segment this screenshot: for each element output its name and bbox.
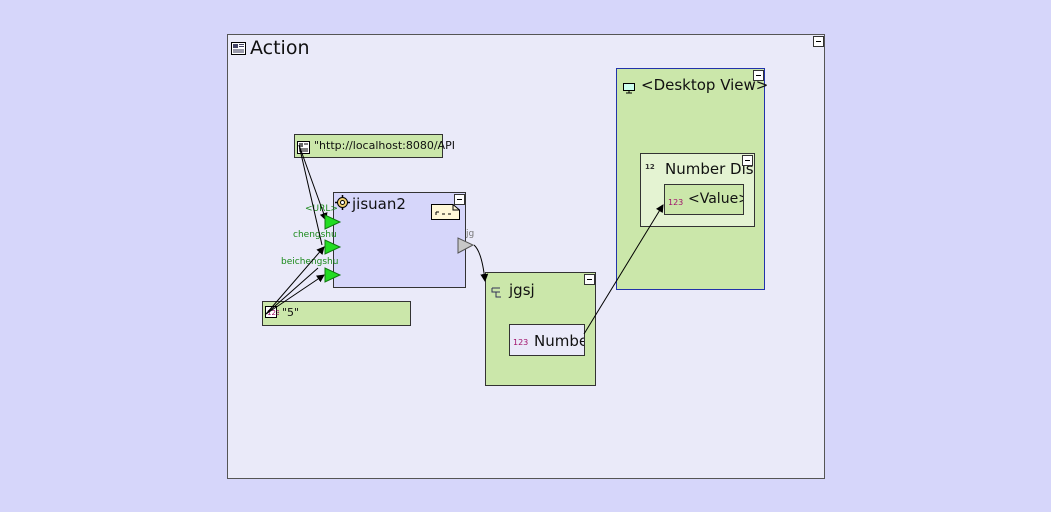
jgsj-title: jgsj xyxy=(509,281,535,299)
number-display-badge: 12 xyxy=(645,163,655,171)
port-label-beichengshu: beichengshu xyxy=(281,257,339,267)
note-icon[interactable] xyxy=(431,204,460,220)
window-icon xyxy=(231,40,246,59)
url-constant-node[interactable]: "http://localhost:8080/API xyxy=(294,134,455,158)
svg-text:123: 123 xyxy=(513,338,528,347)
jgsj-number-label: Numbe xyxy=(534,332,585,350)
number-display-collapse-button[interactable] xyxy=(742,155,753,166)
number-constant-icon: 123 xyxy=(265,305,280,324)
jgsj-node[interactable]: jgsj 123 Numbe xyxy=(485,272,596,386)
svg-text:123: 123 xyxy=(668,198,683,207)
value-field[interactable]: 123 <Value> xyxy=(664,184,744,215)
action-collapse-button[interactable] xyxy=(813,36,824,47)
port-label-jg: jg xyxy=(466,229,475,239)
number-constant-node[interactable]: 123 "5" xyxy=(262,301,411,326)
desktop-view-collapse-button[interactable] xyxy=(753,70,764,81)
number-type-icon: 123 xyxy=(513,333,529,352)
jgsj-collapse-button[interactable] xyxy=(584,274,595,285)
web-page-icon xyxy=(297,139,310,158)
port-label-url: <URL> xyxy=(305,204,338,214)
svg-text:123: 123 xyxy=(267,309,279,317)
desktop-view-node[interactable]: <Desktop View> 12 Number Disp 123 <Value… xyxy=(616,68,769,290)
action-title: Action xyxy=(250,37,310,59)
jisuan2-node[interactable]: jisuan2 xyxy=(333,192,466,288)
port-label-chengshu: chengshu xyxy=(293,230,337,240)
number-constant-label: "5" xyxy=(282,306,300,319)
jisuan2-collapse-button[interactable] xyxy=(454,194,465,205)
number-display-widget[interactable]: 12 Number Disp 123 <Value> xyxy=(640,153,755,227)
url-constant-label: "http://localhost:8080/API xyxy=(314,139,455,152)
number-display-title: Number Disp xyxy=(665,160,755,178)
desktop-view-title: <Desktop View> xyxy=(641,76,769,94)
value-field-label: <Value> xyxy=(688,191,744,207)
struct-icon xyxy=(491,283,502,302)
number-type-icon: 123 xyxy=(668,193,684,212)
jisuan2-title: jisuan2 xyxy=(352,195,406,213)
gear-service-icon xyxy=(335,195,350,214)
jgsj-number-field[interactable]: 123 Numbe xyxy=(509,324,585,356)
monitor-icon xyxy=(623,79,635,98)
